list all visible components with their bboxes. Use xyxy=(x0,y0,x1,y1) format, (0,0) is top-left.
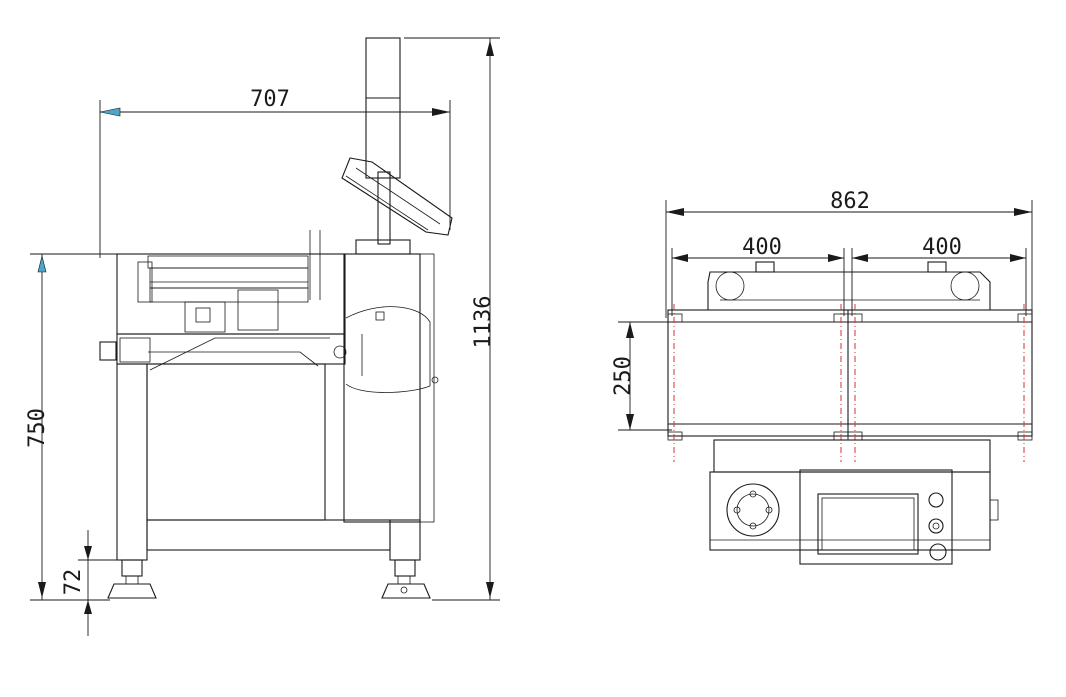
dimension-400-left: 400 xyxy=(742,235,782,260)
dimension-250: 250 xyxy=(611,356,636,396)
dimension-862: 862 xyxy=(830,189,870,214)
dimension-707: 707 xyxy=(250,87,290,112)
dimension-750: 750 xyxy=(25,408,50,448)
dimension-72: 72 xyxy=(61,569,86,596)
side-view: 707 750 72 1136 xyxy=(25,37,500,636)
front-view: 862 400 400 250 xyxy=(611,189,1033,565)
dimension-400-right: 400 xyxy=(922,235,962,260)
dimension-1136: 1136 xyxy=(471,296,496,349)
